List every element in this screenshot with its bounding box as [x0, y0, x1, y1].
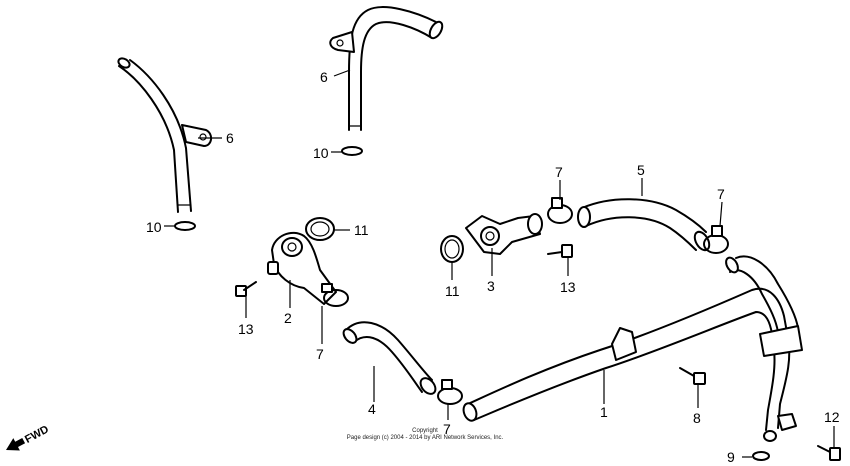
callout-13-left: 13 — [238, 321, 254, 337]
callout-8: 8 — [693, 410, 701, 426]
callout-12: 12 — [824, 409, 840, 425]
callout-7-b: 7 — [443, 421, 451, 437]
main-water-pipe — [462, 255, 803, 442]
water-pipe-top — [329, 6, 444, 131]
copyright-notice: Copyright Page design (c) 2004 - 2014 by… — [0, 428, 850, 442]
copyright-line-2: Page design (c) 2004 - 2014 by ARI Netwo… — [346, 435, 504, 441]
callout-1: 1 — [600, 404, 608, 420]
bolt-13a — [235, 281, 257, 297]
fwd-arrow-icon — [6, 437, 26, 451]
water-outlet — [465, 213, 543, 255]
bolt-8 — [679, 367, 706, 385]
callout-7-c: 7 — [555, 164, 563, 180]
callout-2: 2 — [284, 310, 292, 326]
callout-7-d: 7 — [717, 186, 725, 202]
bolt-13b — [547, 244, 573, 258]
callout-6-left: 6 — [226, 130, 234, 146]
callout-4: 4 — [368, 401, 376, 417]
callout-7-a: 7 — [316, 346, 324, 362]
callout-11-right: 11 — [354, 222, 369, 238]
hose-upper — [577, 198, 711, 252]
callout-9: 9 — [727, 449, 735, 465]
leader-lines — [164, 69, 835, 458]
o-ring-left — [174, 221, 196, 231]
hose-clamp-7d — [703, 225, 729, 254]
callout-3: 3 — [487, 278, 495, 294]
o-ring-9 — [752, 451, 770, 461]
hose-clamp-7a — [321, 283, 349, 307]
o-ring-top — [341, 146, 363, 156]
water-pipe-left — [117, 57, 212, 213]
thermostat-housing — [267, 231, 337, 305]
callout-10-left: 10 — [146, 219, 162, 235]
callout-11-left: 11 — [445, 283, 460, 299]
callout-6-top: 6 — [320, 69, 328, 85]
copyright-line-1: Copyright — [412, 428, 438, 434]
callout-5: 5 — [637, 162, 645, 178]
hose-clamp-7b — [437, 379, 463, 405]
bolt-12 — [817, 445, 841, 461]
gasket-right — [305, 217, 335, 241]
callout-10-top: 10 — [313, 145, 329, 161]
hose-clamp-7c — [547, 197, 573, 224]
callout-13-right: 13 — [560, 279, 576, 295]
hose-lower — [342, 321, 437, 395]
